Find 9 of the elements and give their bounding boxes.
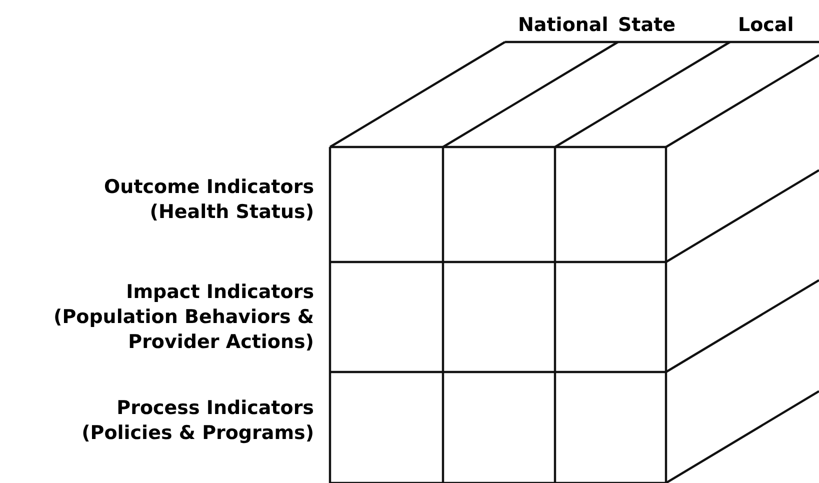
row-heading: Impact Indicators <box>126 280 314 305</box>
column-header: Local <box>738 13 794 38</box>
column-header: State <box>618 13 676 38</box>
row-subheading: (Policies & Programs) <box>82 421 314 446</box>
row-subheading: (Population Behaviors & Provider Actions) <box>52 305 314 355</box>
row-subheading: (Health Status) <box>150 200 314 224</box>
column-header: National <box>518 13 608 38</box>
row-heading: Process Indicators <box>116 396 314 421</box>
row-heading: Outcome Indicators <box>104 174 314 200</box>
